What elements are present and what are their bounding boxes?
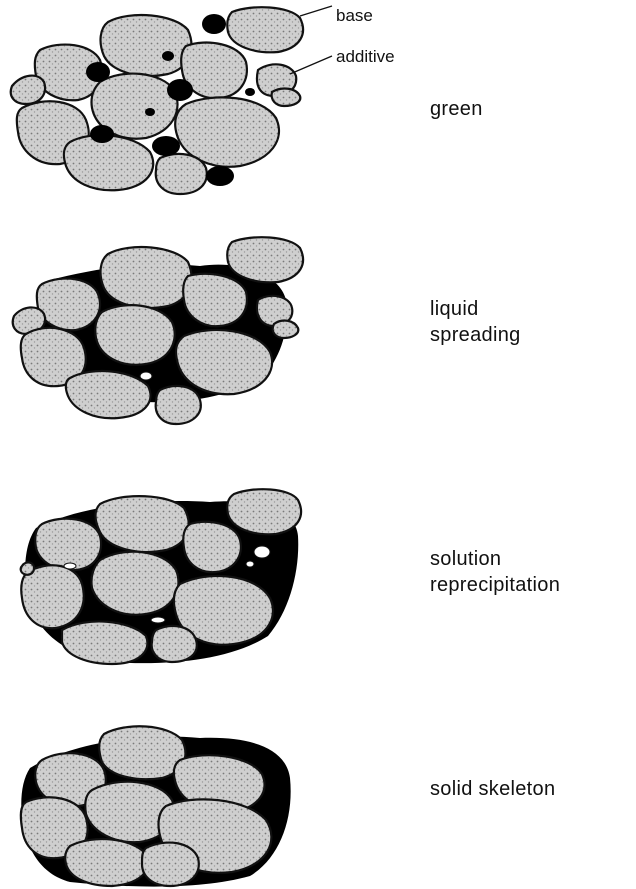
stage-label-line: green [430,96,483,122]
additive-particle [162,51,174,61]
base-grain [35,519,101,571]
stage-green-illustration [0,0,636,210]
base-grain [65,839,148,886]
stage-label-green: green [430,96,483,122]
additive-particle [145,108,155,116]
additive-particle [86,62,110,82]
additive-particle [245,88,255,96]
base-grain [227,237,303,282]
base-grain [62,621,147,664]
base-grain [21,562,34,574]
base-grain [152,626,197,662]
pore [254,546,270,558]
stage-label-line: reprecipitation [430,572,560,598]
additive-particle [202,14,226,34]
base-grain [142,843,199,886]
base-grain [273,321,299,338]
base-grain [64,135,153,190]
stage-label-solution-reprecipitation: solution reprecipitation [430,546,560,598]
base-grain [227,489,301,534]
stage-label-liquid-spreading: liquid spreading [430,296,521,348]
additive-leader-line [290,56,332,74]
base-grain [96,496,189,552]
stage-liquid-spreading-illustration [0,230,636,430]
additive-particle [167,79,193,101]
base-grain [11,76,45,104]
additive-particle [90,125,114,143]
base-leader-line [300,6,332,16]
base-grain [99,726,185,779]
additive-particle [152,136,180,156]
stage-label-line: liquid [430,296,521,322]
base-grain [227,7,303,52]
base-grain [183,522,241,573]
base-grain [156,154,207,194]
base-grain [272,89,301,106]
stage-solid-skeleton-panel: solid skeleton [0,718,636,889]
stage-liquid-spreading-panel: liquid spreading [0,230,636,430]
base-callout-label: base [336,6,373,26]
base-grain [95,305,174,365]
stage-label-line: solid skeleton [430,776,555,802]
base-grain [101,247,192,308]
stage-green-panel: base additive green [0,0,636,210]
stage-label-line: solution [430,546,560,572]
pore [64,563,76,569]
pore [246,561,254,567]
base-grain [66,371,151,418]
stage-solution-reprecipitation-panel: solution reprecipitation [0,480,636,670]
stage-label-solid-skeleton: solid skeleton [430,776,555,802]
additive-particle [206,166,234,186]
stage-label-line: spreading [430,322,521,348]
base-grain [156,386,201,424]
base-grain [101,15,192,76]
stage-solid-skeleton-illustration [0,718,636,889]
additive-callout-label: additive [336,47,395,67]
base-grain [91,552,178,615]
pore [140,372,152,380]
pore [151,617,165,623]
base-grain [183,274,247,327]
